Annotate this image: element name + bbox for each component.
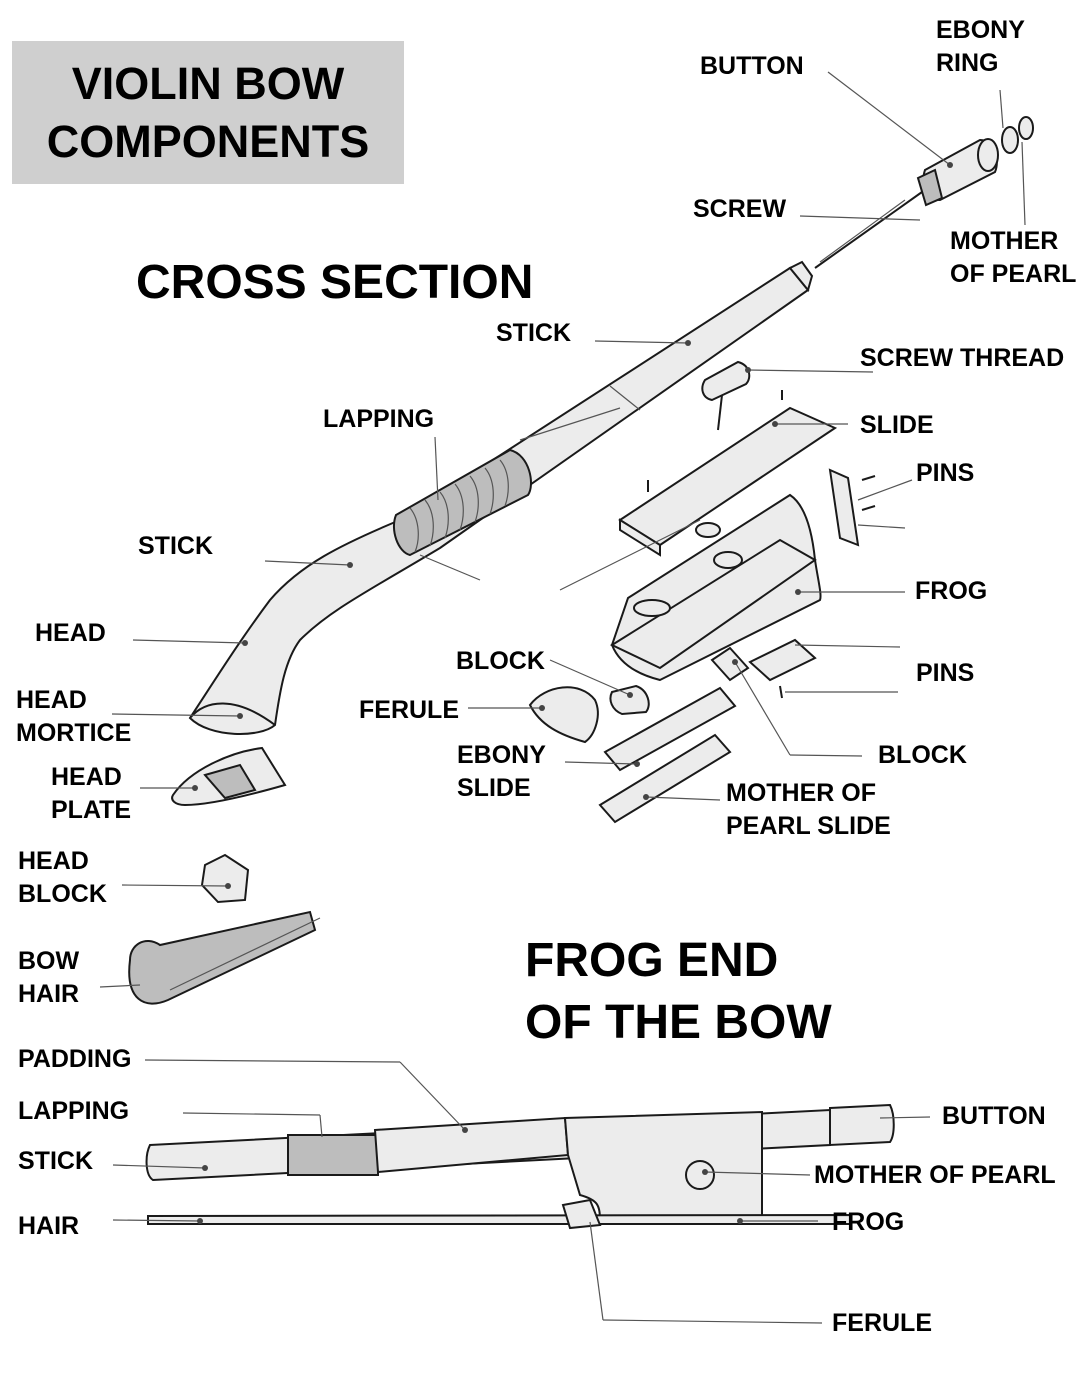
label-mother-of-pearl: MOTHER OF PEARL	[950, 227, 1077, 288]
label-lapping: LAPPING	[323, 405, 435, 433]
pins-drawing	[647, 390, 876, 547]
page-title: VIOLIN BOW COMPONENTS	[12, 55, 404, 171]
leader-lines	[99, 71, 1026, 1324]
label-head-block: HEAD BLOCK	[18, 847, 107, 908]
lapping-drawing	[392, 448, 532, 581]
label-padding: PADDING	[18, 1045, 132, 1073]
label-pins-upper: PINS	[916, 459, 975, 487]
label-block-left: BLOCK	[456, 647, 545, 675]
label-head-plate: HEAD PLATE	[51, 763, 132, 824]
label-mother-of-pearl-frog-end: MOTHER OF PEARL	[814, 1161, 1056, 1189]
block-ferule-drawing	[528, 638, 817, 744]
label-pins-lower: PINS	[916, 659, 975, 687]
button-drawing	[814, 116, 1034, 269]
label-frog: FROG	[915, 577, 988, 605]
frog-drawing	[609, 493, 822, 682]
label-mother-of-pearl-slide: MOTHER OF PEARL SLIDE	[726, 779, 891, 840]
label-head-mortice: HEAD MORTICE	[16, 686, 132, 747]
screw-thread-drawing	[701, 360, 751, 431]
label-frog-frog-end: FROG	[832, 1208, 905, 1236]
slide-drawing	[618, 406, 838, 557]
title-text: VIOLIN BOW COMPONENTS	[46, 58, 370, 167]
label-slide: SLIDE	[860, 411, 934, 439]
label-hair: HAIR	[18, 1212, 80, 1240]
title-box: VIOLIN BOW COMPONENTS	[12, 41, 404, 184]
head-parts-drawing	[128, 746, 321, 1005]
label-lapping-frog-end: LAPPING	[18, 1097, 130, 1125]
label-ebony-slide: EBONY SLIDE	[457, 741, 546, 802]
slides-drawing	[598, 686, 737, 824]
frog-end-drawing	[145, 1103, 895, 1230]
label-stick-lower: STICK	[138, 532, 213, 560]
label-stick-upper: STICK	[496, 319, 571, 347]
label-button: BUTTON	[700, 52, 804, 80]
label-button-frog-end: BUTTON	[942, 1102, 1046, 1130]
label-head: HEAD	[35, 619, 106, 647]
label-ebony-ring: EBONY RING	[936, 16, 1025, 77]
label-ferule: FERULE	[359, 696, 459, 724]
label-ferule-frog-end: FERULE	[832, 1309, 932, 1337]
leader-dots	[192, 162, 953, 1224]
label-stick-frog-end: STICK	[18, 1147, 93, 1175]
label-screw-thread: SCREW THREAD	[860, 344, 1065, 372]
cross-section-heading: CROSS SECTION	[136, 256, 534, 309]
label-screw: SCREW	[693, 195, 787, 223]
label-block-right: BLOCK	[878, 741, 967, 769]
label-bow-hair: BOW HAIR	[18, 947, 80, 1008]
frog-end-heading: FROG END OF THE BOW	[525, 934, 832, 1049]
